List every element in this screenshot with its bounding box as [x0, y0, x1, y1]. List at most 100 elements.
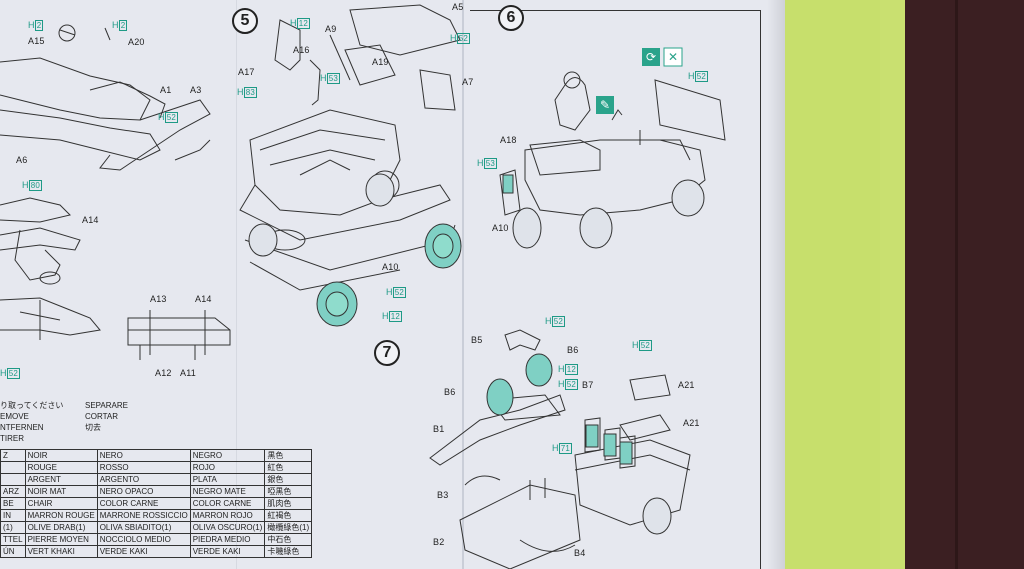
part-label: A9 [325, 24, 337, 34]
color-table-cell: 銀色 [264, 473, 313, 486]
step-5-badge: 5 [232, 8, 258, 34]
color-table-cell: OLIVA OSCURO(1) [189, 521, 266, 534]
legend-line: り取ってください [0, 401, 64, 410]
paper-fold-center [462, 0, 464, 569]
color-table-cell: ARGENT [24, 473, 98, 486]
color-table-cell: 紅色 [264, 461, 313, 474]
part-label: A12 [155, 368, 172, 378]
color-table-cell: NOCCIOLO MEDIO [96, 533, 191, 546]
assembly-drawings [0, 4, 726, 569]
color-table-cell: NEGRO MATE [189, 485, 266, 498]
color-table-cell: (1) [0, 521, 26, 534]
part-label: A20 [128, 37, 145, 47]
color-table-cell [0, 473, 26, 486]
page-border-right [760, 10, 761, 569]
paint-icon: ✎ [599, 98, 611, 112]
color-table-cell: PIERRE MOYEN [24, 533, 98, 546]
page-border-top [470, 10, 760, 11]
part-label: A3 [190, 85, 202, 95]
part-label: B7 [582, 380, 594, 390]
trailer-step7-drawing [429, 329, 691, 569]
part-label: A11 [180, 368, 196, 378]
part-label: A21 [678, 380, 695, 390]
part-label: A7 [462, 77, 474, 87]
part-label: A16 [293, 45, 310, 55]
legend-line: SEPARARE [85, 401, 128, 410]
jeep-body-step5-drawing [239, 4, 461, 291]
color-table-cell: 肌肉色 [264, 497, 313, 510]
part-label: B6 [567, 345, 579, 355]
color-table-cell: MARRONE ROSSICCIO [96, 509, 191, 522]
color-table-cell: CHAIR [24, 497, 98, 510]
cut-legend: り取ってください EMOVE NTFERNEN TIRER [0, 400, 63, 444]
part-label: B4 [574, 548, 586, 558]
part-label: B6 [444, 387, 456, 397]
step-6-badge: 6 [498, 5, 524, 31]
part-label: A5 [452, 2, 464, 12]
cut-legend-2: SEPARARE CORTAR 切去 [85, 400, 128, 433]
part-label: A17 [238, 67, 255, 77]
part-label: A14 [82, 215, 99, 225]
color-table-cell: ROJO [189, 461, 266, 474]
color-table-cell: TTEL [0, 533, 26, 546]
part-label: A1 [160, 85, 172, 95]
color-table-cell: BE [0, 497, 26, 510]
color-table-cell: NERO OPACO [96, 485, 191, 498]
color-table-cell: COLOR CARNE [189, 497, 266, 510]
part-label: A13 [150, 294, 167, 304]
color-table-cell: OLIVA SBIADITO(1) [96, 521, 191, 534]
part-label: B3 [437, 490, 449, 500]
part-label: B5 [471, 335, 483, 345]
color-table-cell: PIEDRA MEDIO [189, 533, 266, 546]
color-table-cell: PLATA [189, 473, 266, 486]
wheels [248, 173, 705, 535]
color-table-cell: NOIR MAT [24, 485, 98, 498]
step-7-badge: 7 [374, 340, 400, 366]
dark-fold-shadow [955, 0, 958, 569]
part-label: A6 [16, 155, 28, 165]
color-table-cell: MARRON ROUGE [24, 509, 98, 522]
part-label: A15 [28, 36, 45, 46]
paper-fold [236, 0, 237, 569]
color-table-cell: COLOR CARNE [96, 497, 191, 510]
legend-line: 切去 [85, 423, 101, 432]
color-table-cell: VERDE KAKI [96, 545, 191, 558]
chassis-parts-drawing [0, 24, 211, 340]
color-table-cell: NERO [96, 449, 191, 462]
part-label: A14 [195, 294, 212, 304]
color-table-cell: NOIR [24, 449, 98, 462]
color-table-cell: IN [0, 509, 26, 522]
dark-background [905, 0, 1024, 569]
legend-line: NTFERNEN [0, 423, 44, 432]
part-label: A18 [500, 135, 517, 145]
color-table-cell: VERDE KAKI [189, 545, 266, 558]
part-label: A21 [683, 418, 700, 428]
color-table-cell: OLIVE DRAB(1) [24, 521, 98, 534]
part-label: B2 [433, 537, 445, 547]
